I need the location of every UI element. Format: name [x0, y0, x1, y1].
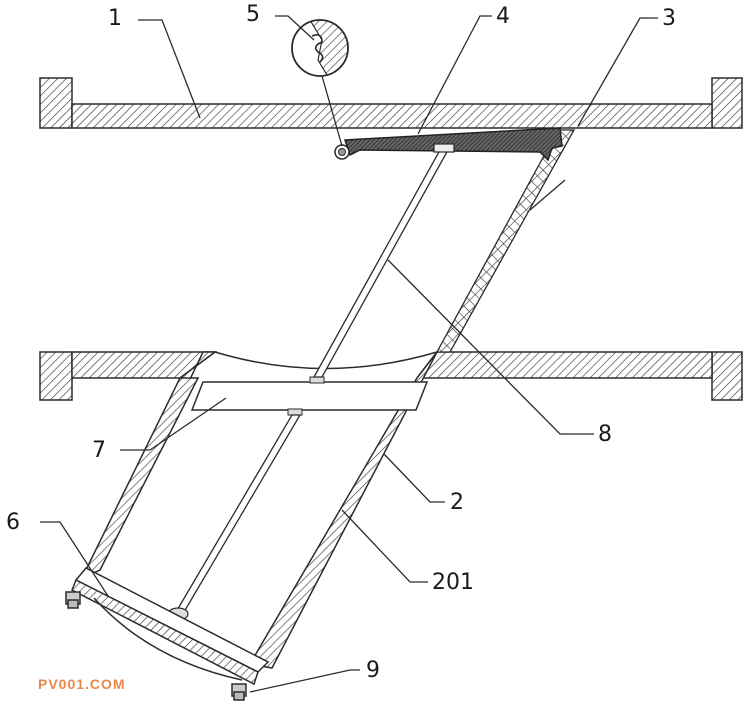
label-7: 7	[92, 438, 106, 463]
support-bar	[190, 381, 429, 411]
zoom-detail	[291, 19, 349, 147]
watermark: PV001.COM	[38, 676, 126, 692]
main-pipe	[39, 77, 743, 401]
label-8: 8	[598, 422, 612, 447]
branch-tube	[76, 351, 438, 669]
label-2: 2	[450, 490, 464, 515]
label-5: 5	[246, 2, 260, 27]
label-6: 6	[6, 510, 20, 535]
leader-lines	[40, 15, 658, 693]
label-3: 3	[662, 6, 676, 31]
label-201: 201	[432, 570, 474, 595]
filter-screen	[435, 129, 576, 353]
bottom-cover	[65, 567, 270, 701]
label-4: 4	[496, 4, 510, 29]
label-9: 9	[366, 658, 380, 683]
label-1: 1	[108, 6, 122, 31]
